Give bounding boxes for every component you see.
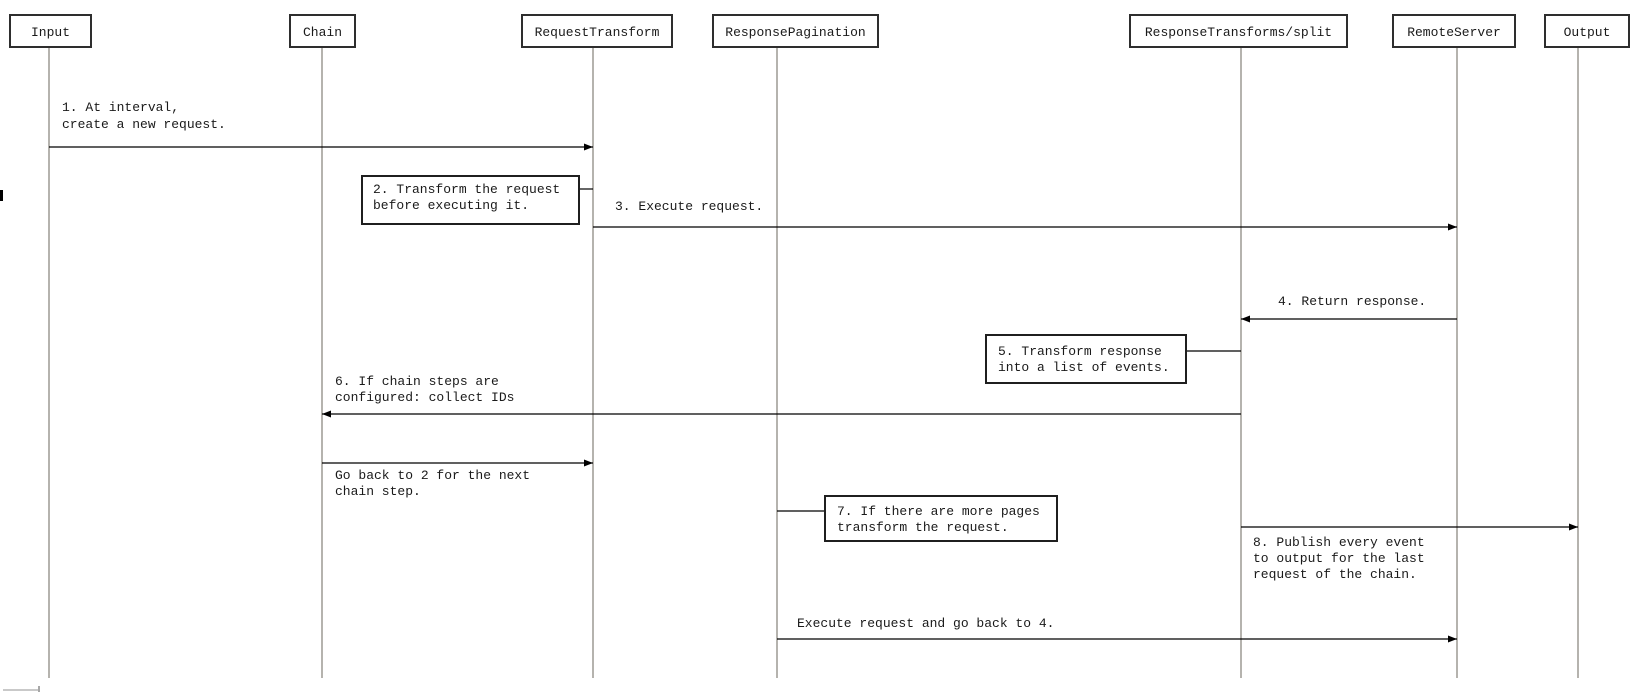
participant-label: RemoteServer bbox=[1407, 25, 1501, 40]
participant-box bbox=[9, 14, 92, 48]
bottom-left-mark bbox=[3, 689, 39, 691]
participant-output: Output bbox=[1544, 14, 1630, 48]
note-box bbox=[824, 495, 1058, 542]
note-label: 7. If there are more pages bbox=[837, 504, 1040, 519]
message-label: Go back to 2 for the next bbox=[335, 468, 530, 483]
message-label: 6. If chain steps are bbox=[335, 374, 499, 389]
participant-label: RequestTransform bbox=[535, 25, 660, 40]
bottom-left-tick bbox=[38, 686, 40, 692]
message-4-return-response: 4. Return response. bbox=[1241, 294, 1457, 323]
participant-box bbox=[1392, 14, 1516, 48]
message-7-go-back-to-2: Go back to 2 for the next chain step. bbox=[322, 459, 593, 499]
message-9-execute-go-back-4: Execute request and go back to 4. bbox=[777, 616, 1457, 643]
participant-remote-server: RemoteServer bbox=[1392, 14, 1516, 48]
participant-box bbox=[289, 14, 356, 48]
participant-label: Input bbox=[31, 25, 70, 40]
message-label: request of the chain. bbox=[1253, 567, 1417, 582]
participant-box bbox=[1129, 14, 1348, 48]
note-7-more-pages: 7. If there are more pages transform the… bbox=[777, 495, 1058, 542]
participant-label: Chain bbox=[303, 25, 342, 40]
participant-label: Output bbox=[1564, 25, 1611, 40]
note-label: transform the request. bbox=[837, 520, 1009, 535]
note-5-transform-response: 5. Transform response into a list of eve… bbox=[985, 334, 1241, 384]
message-label: 1. At interval, bbox=[62, 100, 179, 115]
note-label: 2. Transform the request bbox=[373, 182, 560, 197]
note-label: before executing it. bbox=[373, 198, 529, 213]
message-label: chain step. bbox=[335, 484, 421, 499]
participant-chain: Chain bbox=[289, 14, 356, 48]
message-label: to output for the last bbox=[1253, 551, 1425, 566]
edge-artifacts bbox=[0, 190, 40, 692]
participant-request-transform: RequestTransform bbox=[521, 14, 673, 48]
participant-response-pagination: ResponsePagination bbox=[712, 14, 879, 48]
note-label: 5. Transform response bbox=[998, 344, 1162, 359]
note-label: into a list of events. bbox=[998, 360, 1170, 375]
participant-box bbox=[521, 14, 673, 48]
message-label: configured: collect IDs bbox=[335, 390, 514, 405]
message-3-execute-request: 3. Execute request. bbox=[593, 199, 1457, 231]
lifelines bbox=[48, 47, 1579, 678]
message-label: 3. Execute request. bbox=[615, 199, 763, 214]
message-label: 8. Publish every event bbox=[1253, 535, 1425, 550]
participant-label: ResponsePagination bbox=[725, 25, 865, 40]
message-6-collect-ids: 6. If chain steps are configured: collec… bbox=[322, 374, 1241, 418]
message-label: create a new request. bbox=[62, 117, 226, 132]
note-2-transform-request: 2. Transform the request before executin… bbox=[361, 175, 593, 225]
message-8-publish-events: 8. Publish every event to output for the… bbox=[1241, 523, 1578, 582]
participant-box bbox=[712, 14, 879, 48]
participant-response-transforms-split: ResponseTransforms/split bbox=[1129, 14, 1348, 48]
note-box bbox=[985, 334, 1187, 384]
message-label: 4. Return response. bbox=[1278, 294, 1426, 309]
message-label: Execute request and go back to 4. bbox=[797, 616, 1054, 631]
left-edge-mark bbox=[0, 190, 3, 201]
note-box bbox=[361, 175, 580, 225]
message-1-create-request: 1. At interval, create a new request. bbox=[49, 100, 593, 151]
participant-input: Input bbox=[9, 14, 92, 48]
participant-box bbox=[1544, 14, 1630, 48]
participant-label: ResponseTransforms/split bbox=[1145, 25, 1332, 40]
